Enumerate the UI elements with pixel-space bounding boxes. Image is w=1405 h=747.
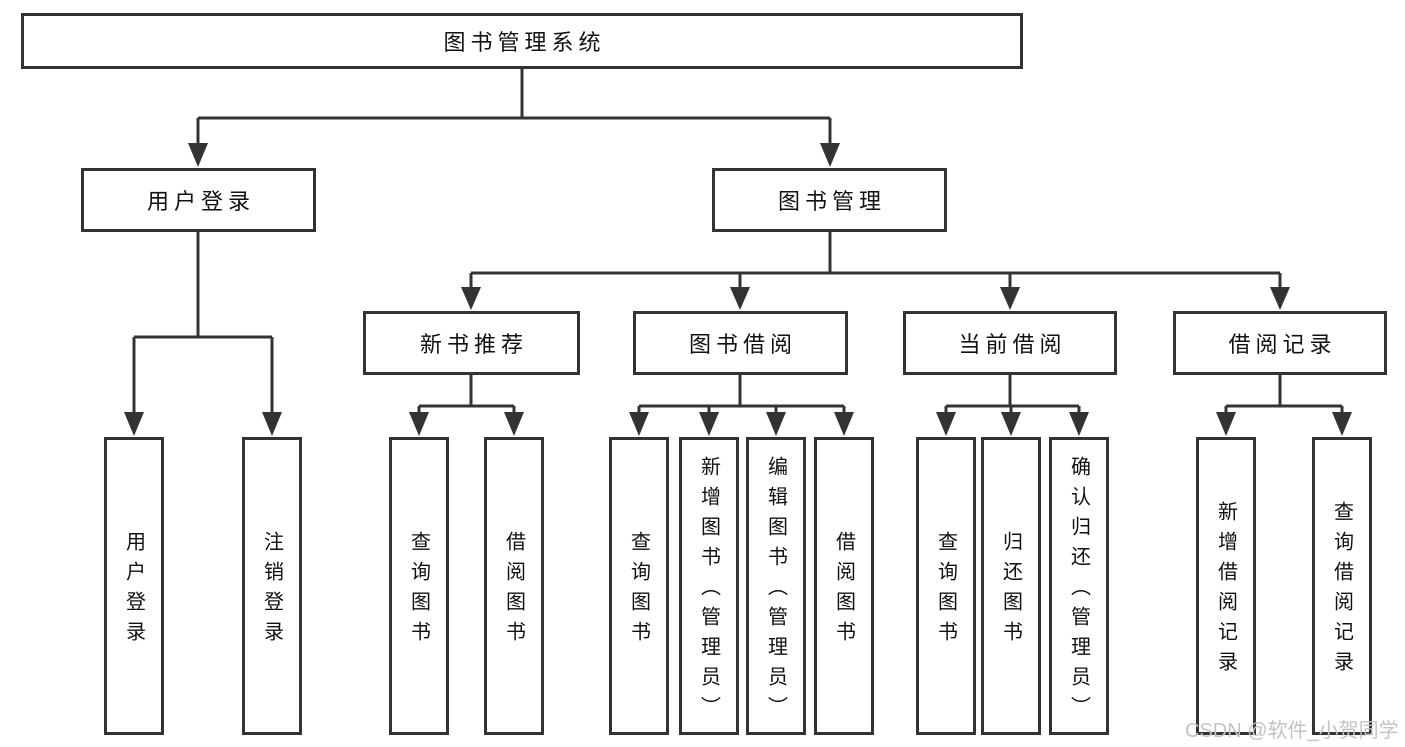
node-label: 归还图书: [999, 531, 1022, 651]
leaf-return-book: 归还图书: [981, 437, 1041, 735]
connector-line: [196, 69, 832, 145]
node-label: 图书借阅: [688, 332, 797, 357]
leaf-confirm-return-admin: 确认归还（管理员）: [1049, 437, 1109, 735]
node-book-management: 图书管理: [712, 168, 947, 232]
arrowhead-icon: [1332, 412, 1352, 436]
leaf-edit-book-admin: 编辑图书（管理员）: [746, 437, 806, 735]
arrowhead-icon: [124, 412, 144, 436]
node-label: 确认归还（管理员）: [1067, 456, 1090, 726]
connector-book-borrow-children: [629, 375, 854, 436]
node-label: 查询图书: [627, 531, 650, 651]
arrowhead-icon: [834, 412, 854, 436]
arrowhead-icon: [1001, 412, 1021, 436]
leaf-add-borrow-record: 新增借阅记录: [1196, 437, 1256, 735]
node-label: 借阅记录: [1228, 332, 1337, 357]
leaf-borrow-books: 借阅图书: [814, 437, 874, 735]
connector-line: [637, 375, 846, 414]
node-label: 当前借阅: [958, 332, 1067, 357]
connector-new-book-children: [409, 375, 524, 436]
arrowhead-icon: [699, 412, 719, 436]
arrowhead-icon: [1069, 412, 1089, 436]
node-label: 借阅图书: [502, 531, 525, 651]
arrowhead-icon: [409, 412, 429, 436]
arrowhead-icon: [461, 287, 481, 310]
arrowhead-icon: [262, 412, 282, 436]
node-current-borrowing: 当前借阅: [903, 311, 1117, 375]
connector-line: [944, 375, 1081, 414]
node-label: 查询图书: [934, 531, 957, 651]
arrowhead-icon: [188, 143, 208, 167]
leaf-query-books-borrow: 查询图书: [609, 437, 669, 735]
node-user-login: 用户登录: [81, 168, 316, 232]
leaf-user-login: 用户登录: [104, 437, 164, 735]
node-label: 新书推荐: [419, 332, 528, 357]
arrowhead-icon: [1000, 287, 1020, 310]
connector-user-login-children: [124, 232, 282, 436]
leaf-logout: 注销登录: [242, 437, 302, 735]
connector-line: [132, 232, 274, 414]
node-label: 借阅图书: [832, 531, 855, 651]
csdn-watermark: CSDN @软件_小贺同学: [1185, 720, 1399, 742]
arrowhead-icon: [629, 412, 649, 436]
arrowhead-icon: [1270, 287, 1290, 310]
node-label: 注销登录: [260, 531, 283, 651]
node-book-borrowing: 图书借阅: [633, 311, 848, 375]
node-label: 图书管理系统: [443, 30, 606, 55]
node-label: 查询借阅记录: [1330, 501, 1353, 681]
arrowhead-icon: [504, 412, 524, 436]
arrowhead-icon: [766, 412, 786, 436]
connector-line: [417, 375, 516, 414]
connector-borrow-records-children: [1216, 375, 1352, 436]
node-label: 编辑图书（管理员）: [764, 456, 787, 726]
connector-line: [469, 232, 1282, 289]
connector-line: [1224, 375, 1344, 414]
connector-root-to-level2: [188, 69, 840, 167]
node-label: 用户登录: [146, 189, 255, 214]
arrowhead-icon: [1216, 412, 1236, 436]
arrowhead-icon: [820, 143, 840, 167]
node-borrowing-records: 借阅记录: [1173, 311, 1387, 375]
node-label: 新增图书（管理员）: [697, 456, 720, 726]
node-label: 查询图书: [407, 531, 430, 651]
leaf-query-borrow-record: 查询借阅记录: [1312, 437, 1372, 735]
arrowhead-icon: [936, 412, 956, 436]
leaf-query-books-current: 查询图书: [916, 437, 976, 735]
leaf-query-books-recommend: 查询图书: [389, 437, 449, 735]
arrowhead-icon: [730, 287, 750, 310]
leaf-add-book-admin: 新增图书（管理员）: [679, 437, 739, 735]
node-new-book-recommendation: 新书推荐: [363, 311, 580, 375]
connector-book-management-children: [461, 232, 1290, 310]
node-label: 新增借阅记录: [1214, 501, 1237, 681]
connector-current-borrow-children: [936, 375, 1089, 436]
node-library-management-system: 图书管理系统: [21, 13, 1023, 69]
leaf-borrow-books-recommend: 借阅图书: [484, 437, 544, 735]
node-label: 图书管理: [777, 189, 886, 214]
node-label: 用户登录: [122, 531, 145, 651]
